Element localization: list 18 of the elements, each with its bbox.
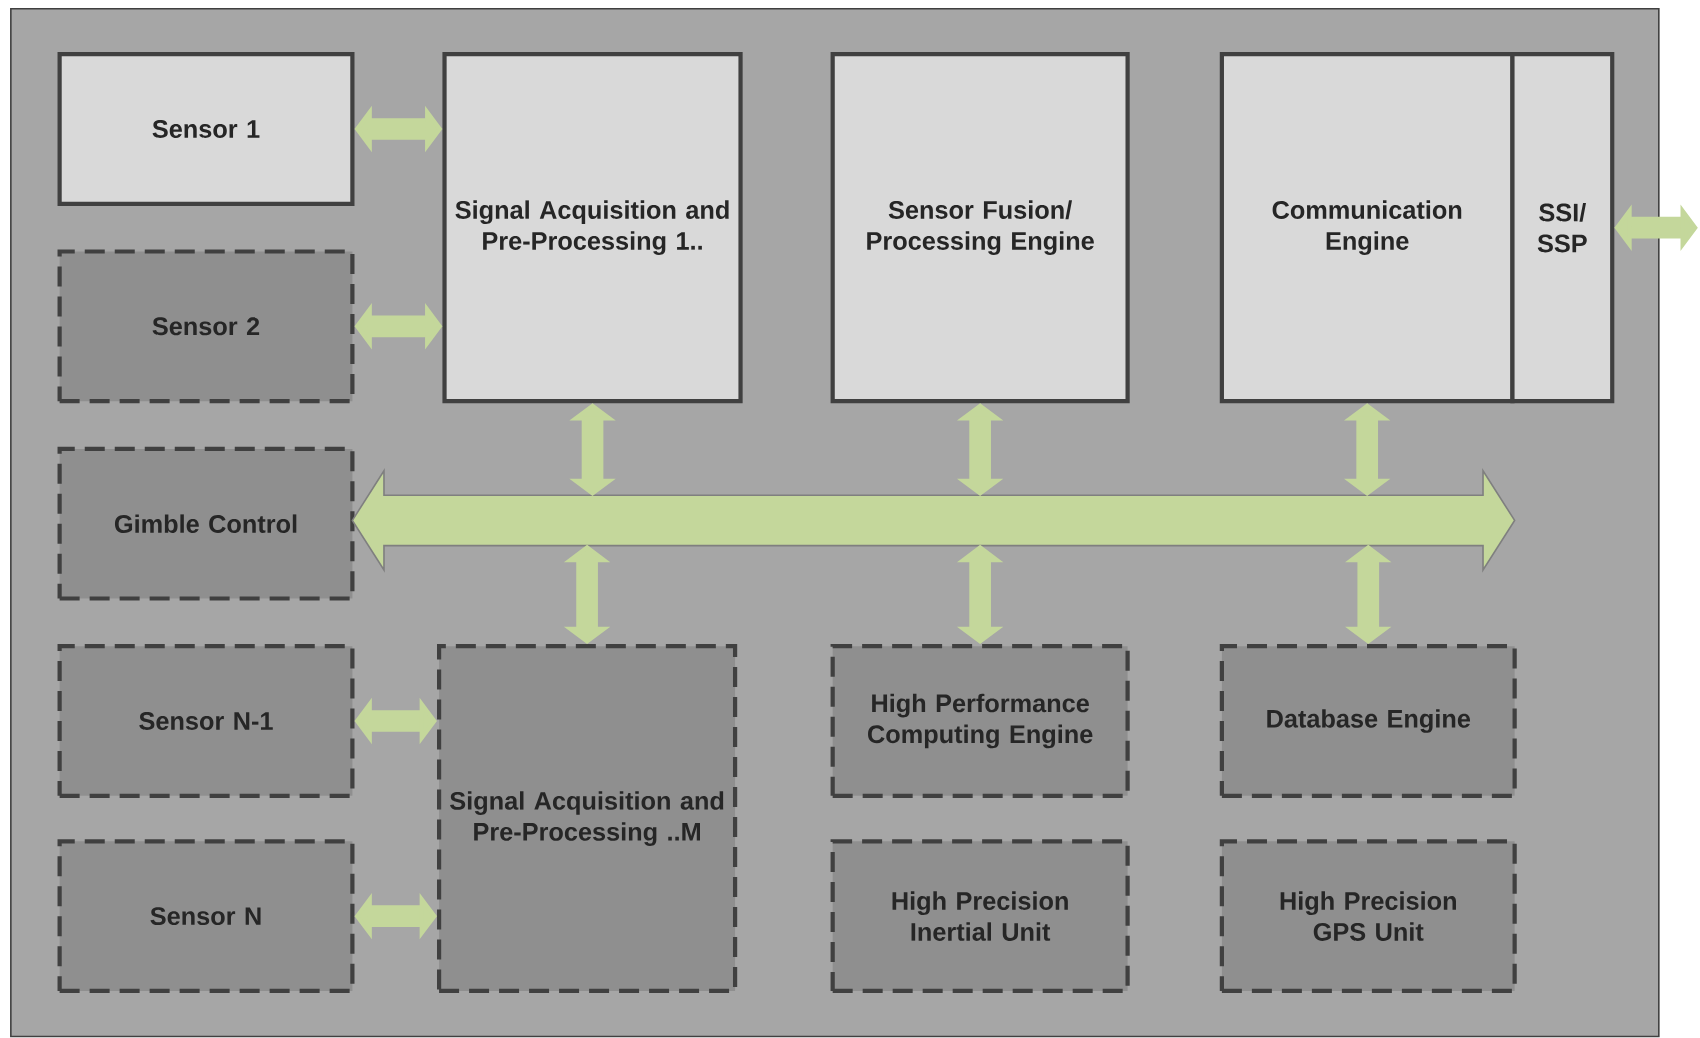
module-box: SSI/ SSP [1510,52,1615,404]
dashed-module-box: High Performance Computing Engine [830,644,1130,798]
dashed-module-box: Sensor N-1 [57,644,355,798]
double-arrow [956,403,1004,496]
module-box: Sensor 1 [57,52,355,206]
dashed-module-box: Sensor 2 [57,249,355,404]
module-box: Signal Acquisition and Pre-Processing 1.. [442,52,743,404]
bus-arrow [351,468,1516,573]
dashed-module-box: High Precision GPS Unit [1219,839,1517,994]
double-arrow [1343,403,1391,496]
dashed-module-box: Sensor N [57,839,355,994]
module-box: Sensor Fusion/ Processing Engine [830,52,1130,404]
double-arrow [569,403,616,496]
dashed-module-box: Signal Acquisition and Pre-Processing ..M [437,644,738,994]
dashed-module-box: Gimble Control [57,446,355,601]
dashed-module-box: Database Engine [1219,644,1517,798]
dashed-module-box: High Precision Inertial Unit [830,839,1130,994]
double-arrow [1614,204,1698,251]
